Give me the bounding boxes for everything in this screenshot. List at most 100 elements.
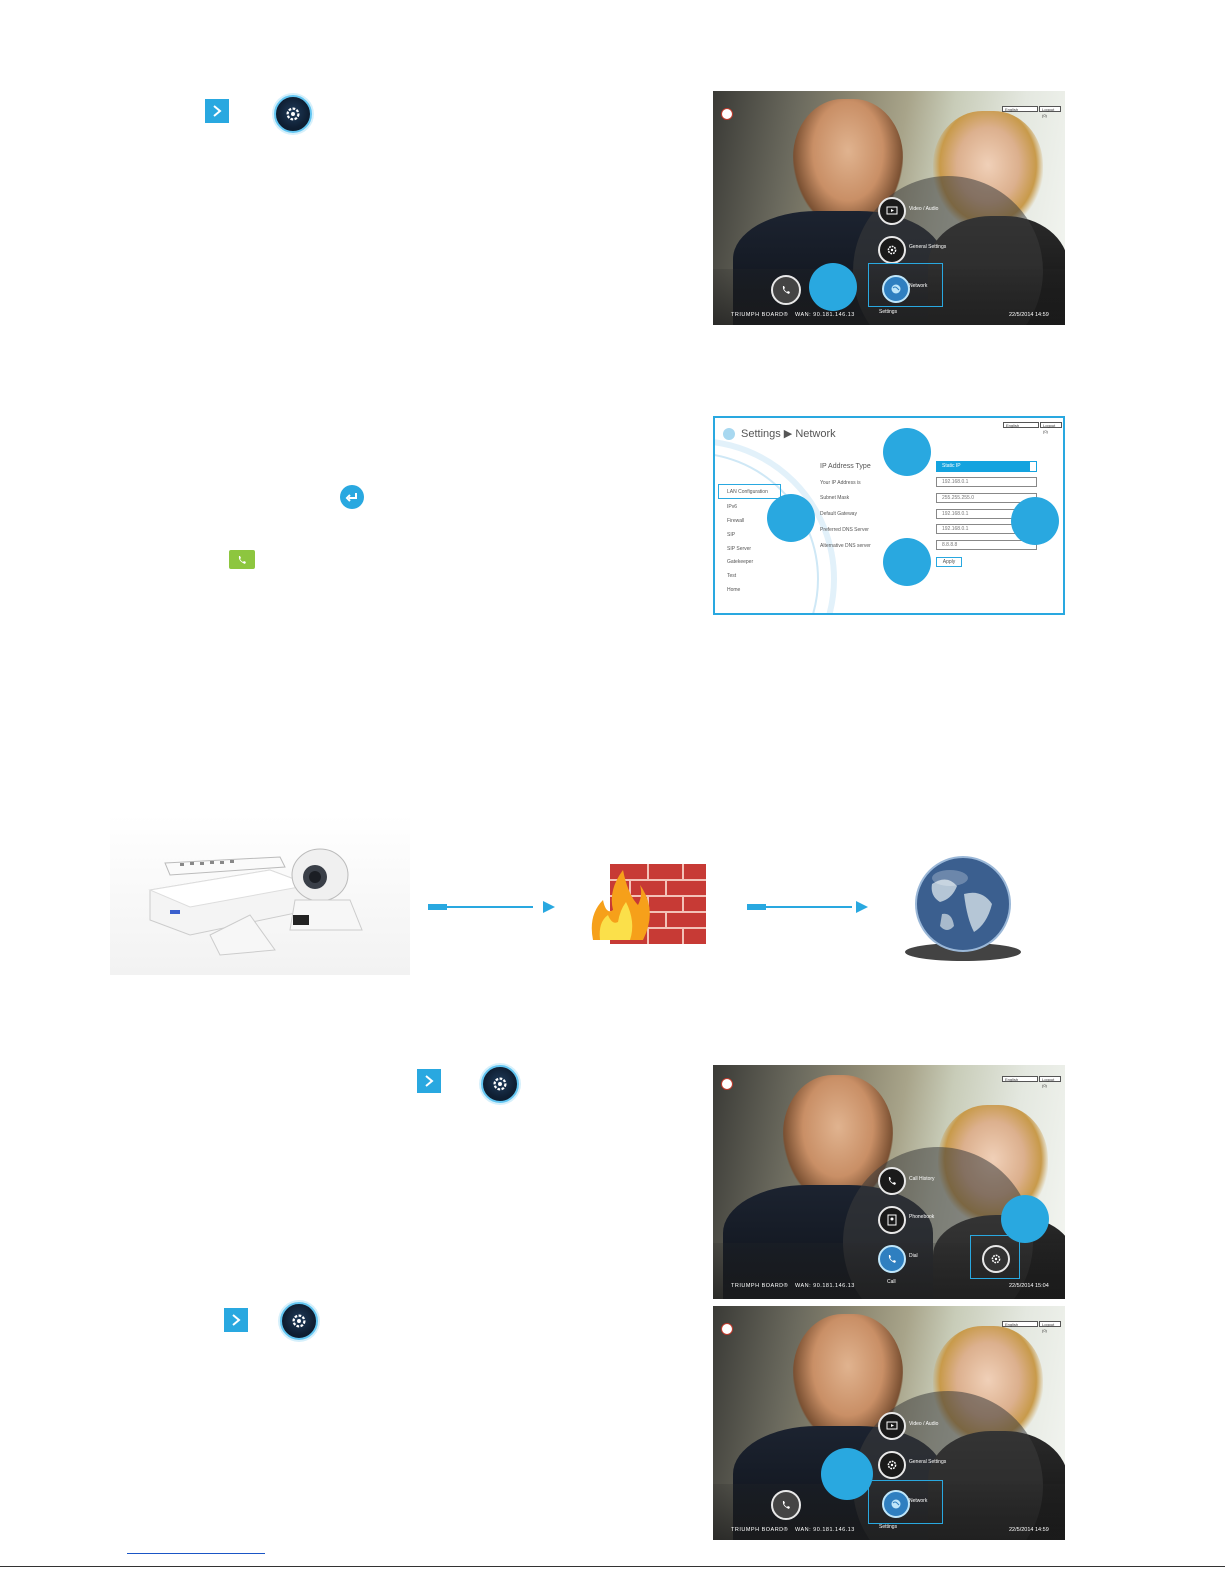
field-label-subnet: Subnet Mask (820, 495, 850, 501)
phonebook-icon[interactable] (878, 1206, 906, 1234)
step-marker-apply (883, 538, 931, 586)
category-label: Settings (879, 1524, 898, 1530)
nav-sip[interactable]: SIP (727, 532, 736, 538)
title-bullet (723, 428, 735, 440)
call-icon[interactable] (771, 275, 801, 305)
menu-general-settings[interactable]: General Settings (909, 244, 947, 250)
wan-address: WAN: 90.181.146.13 (795, 1527, 855, 1533)
ip-type-select[interactable]: Static IP (936, 461, 1037, 472)
field-label-dns2: Alternative DNS server (820, 543, 871, 549)
brand-logo: TRIUMPH BOARD® (731, 1283, 789, 1289)
brand-logo: TRIUMPH BOARD® (731, 1527, 789, 1533)
language-select[interactable]: English (1002, 1076, 1038, 1082)
app-logo-icon (721, 108, 733, 120)
footer-link-underline[interactable] (127, 1553, 265, 1554)
call-icon[interactable] (771, 1490, 801, 1520)
internet-globe-icon (902, 854, 1024, 966)
arrow-head (543, 901, 555, 913)
step-marker (821, 1448, 873, 1500)
video-conference-device-image (110, 815, 410, 975)
datetime: 22/5/2014 14:59 (1009, 312, 1049, 318)
menu-general-settings[interactable]: General Settings (909, 1459, 947, 1465)
arrow-line-2 (766, 906, 852, 908)
video-audio-icon[interactable] (878, 197, 906, 225)
network-globe-icon[interactable] (882, 275, 910, 303)
menu-dial[interactable]: Dial (909, 1253, 918, 1259)
enter-key-icon (340, 485, 364, 509)
app-logo-icon (721, 1323, 733, 1335)
network-globe-icon[interactable] (882, 1490, 910, 1518)
call-menu-screenshot: English Logout (0) Call History Phoneboo… (713, 1065, 1065, 1299)
alternative-dns-input[interactable]: 8.8.8.8 (936, 540, 1037, 550)
logout-button[interactable]: Logout (0) (1039, 1321, 1061, 1333)
step-marker (809, 263, 857, 311)
datetime: 22/5/2014 15:04 (1009, 1283, 1049, 1289)
arrow-stub-2 (747, 904, 766, 910)
field-label-gateway: Default Gateway (820, 511, 857, 517)
category-label: Settings (879, 309, 898, 315)
language-select[interactable]: English (1002, 1321, 1038, 1327)
nav-gatekeeper[interactable]: Gatekeeper (727, 559, 754, 565)
nav-ipv6[interactable]: IPv6 (727, 504, 738, 510)
nav-home[interactable]: Home (727, 587, 741, 593)
general-settings-icon[interactable] (878, 236, 906, 264)
settings-menu-screenshot-2: English Logout (0) Video / Audio General… (713, 1306, 1065, 1540)
settings-highlight-box (970, 1235, 1020, 1279)
call-history-icon[interactable] (878, 1167, 906, 1195)
datetime: 22/5/2014 14:59 (1009, 1527, 1049, 1533)
menu-video-audio[interactable]: Video / Audio (909, 206, 939, 212)
logout-button[interactable]: Logout (0) (1040, 422, 1062, 434)
step-marker (1001, 1195, 1049, 1243)
call-button-icon (229, 550, 255, 569)
arrow-stub (428, 904, 447, 910)
menu-call-history[interactable]: Call History (909, 1176, 935, 1182)
category-label: Call (887, 1279, 896, 1285)
step-marker-ip-type (883, 428, 931, 476)
apply-button[interactable]: Apply (936, 557, 962, 567)
field-label-ip: Your IP Address is (820, 480, 861, 486)
logout-button[interactable]: Logout (0) (1039, 106, 1061, 118)
dial-icon[interactable] (878, 1245, 906, 1273)
settings-gear-icon (274, 95, 312, 133)
menu-phonebook[interactable]: Phonebook (909, 1214, 935, 1220)
ip-type-label: IP Address Type (820, 463, 871, 470)
general-settings-icon[interactable] (878, 1451, 906, 1479)
footer-divider (0, 1566, 1225, 1567)
settings-gear-icon[interactable] (982, 1245, 1010, 1273)
field-label-dns1: Preferred DNS Server (820, 527, 869, 533)
wan-address: WAN: 90.181.146.13 (795, 1283, 855, 1289)
app-logo-icon (721, 1078, 733, 1090)
network-settings-screenshot: Settings ▶ Network English Logout (0) LA… (713, 416, 1065, 615)
step-marker-nav (767, 494, 815, 542)
arrow-line (447, 906, 533, 908)
page-title: Settings ▶ Network (741, 428, 836, 440)
wan-address: WAN: 90.181.146.13 (795, 312, 855, 318)
menu-video-audio[interactable]: Video / Audio (909, 1421, 939, 1427)
settings-menu-screenshot: English Logout (0) Video / Audio General… (713, 91, 1065, 325)
next-chevron-icon-3 (224, 1308, 248, 1332)
settings-gear-icon-2 (481, 1065, 519, 1103)
language-select[interactable]: English (1003, 422, 1039, 428)
step-marker-fields (1011, 497, 1059, 545)
language-select[interactable]: English (1002, 106, 1038, 112)
brand-logo: TRIUMPH BOARD® (731, 312, 789, 318)
ip-type-value: Static IP (942, 463, 961, 469)
dropdown-arrow-icon[interactable] (1030, 462, 1036, 471)
logout-button[interactable]: Logout (0) (1039, 1076, 1061, 1088)
lan-config-highlight-box (718, 484, 781, 499)
nav-test[interactable]: Test (727, 573, 737, 579)
next-chevron-icon-2 (417, 1069, 441, 1093)
video-audio-icon[interactable] (878, 1412, 906, 1440)
next-chevron-icon (205, 99, 229, 123)
arrow-head-2 (856, 901, 868, 913)
firewall-icon (588, 860, 708, 945)
menu-network[interactable]: Network (909, 1498, 928, 1504)
nav-lan-configuration[interactable]: LAN Configuration (727, 489, 768, 495)
nav-firewall[interactable]: Firewall (727, 518, 745, 524)
menu-network[interactable]: Network (909, 283, 928, 289)
settings-gear-icon-3 (280, 1302, 318, 1340)
network-highlight-box (868, 1480, 943, 1524)
nav-sip-server[interactable]: SIP Server (727, 546, 752, 552)
ip-address-input[interactable]: 192.168.0.1 (936, 477, 1037, 487)
network-highlight-box (868, 263, 943, 307)
